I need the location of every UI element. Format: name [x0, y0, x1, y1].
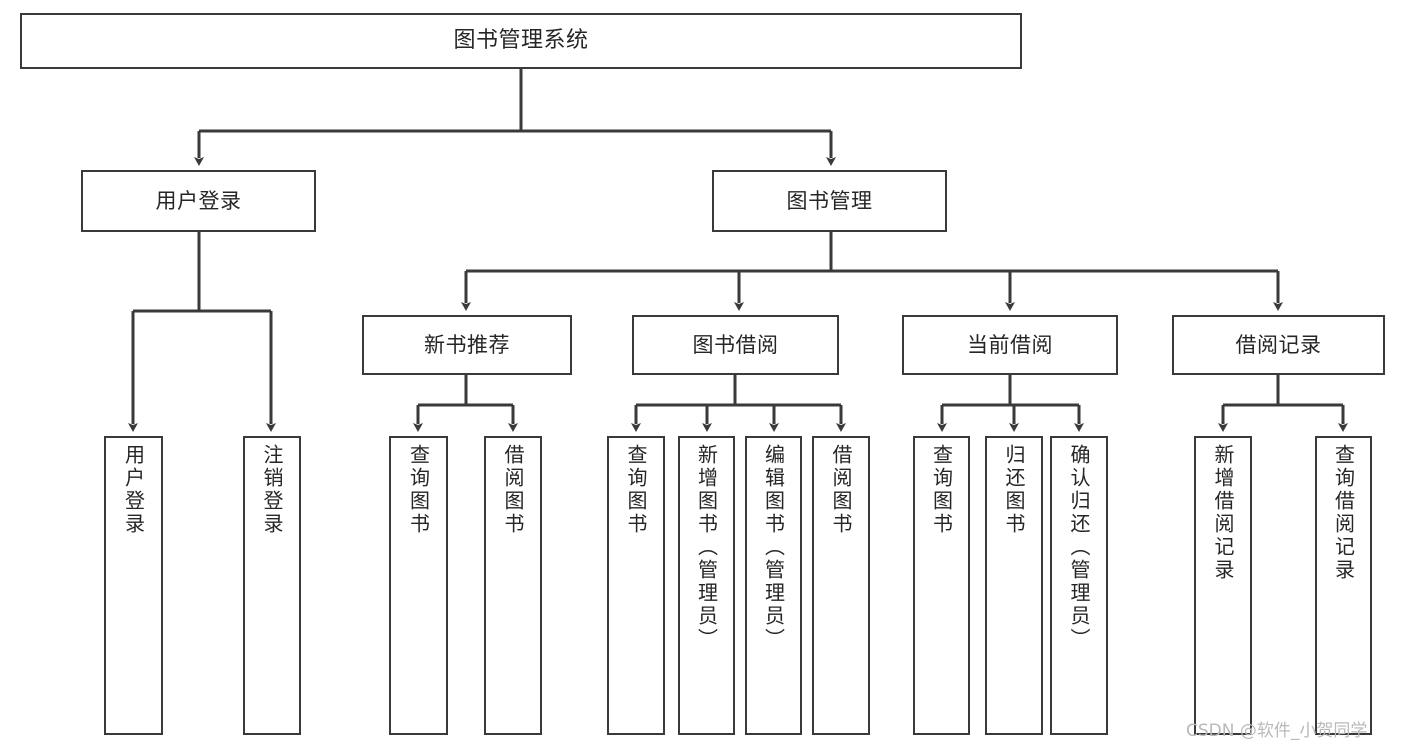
node-label: 查询图书: [929, 444, 954, 536]
node-current-borrow[interactable]: 当前借阅: [902, 315, 1118, 375]
leaf-user-login-login[interactable]: 用户登录: [104, 436, 163, 735]
leaf-borrow-record-add-record[interactable]: 新增借阅记录: [1194, 436, 1252, 735]
node-label: 图书管理系统: [453, 28, 589, 54]
leaf-book-borrow-borrow-book[interactable]: 借阅图书: [812, 436, 870, 735]
node-label: 确认归还（管理员）: [1067, 444, 1091, 651]
leaf-book-borrow-query-book[interactable]: 查询图书: [607, 436, 665, 735]
node-label: 图书管理: [786, 188, 873, 213]
node-label: 用户登录: [155, 188, 242, 213]
leaf-current-borrow-confirm-return-admin[interactable]: 确认归还（管理员）: [1050, 436, 1108, 735]
node-label: 借阅图书: [829, 444, 853, 536]
node-label: 编辑图书（管理员）: [761, 444, 786, 651]
leaf-user-login-logout[interactable]: 注销登录: [243, 436, 301, 735]
node-user-login[interactable]: 用户登录: [81, 170, 316, 232]
node-label: 用户登录: [121, 444, 146, 536]
node-book-borrow[interactable]: 图书借阅: [632, 315, 839, 375]
node-borrow-record[interactable]: 借阅记录: [1172, 315, 1385, 375]
node-label: 新书推荐: [424, 332, 510, 357]
leaf-borrow-record-query-record[interactable]: 查询借阅记录: [1315, 436, 1372, 735]
node-label: 新增图书（管理员）: [694, 444, 719, 651]
leaf-current-borrow-query-book[interactable]: 查询图书: [913, 436, 970, 735]
node-book-management[interactable]: 图书管理: [712, 170, 947, 232]
node-root-book-management-system[interactable]: 图书管理系统: [20, 13, 1022, 69]
node-label: 当前借阅: [967, 332, 1053, 357]
leaf-current-borrow-return-book[interactable]: 归还图书: [985, 436, 1043, 735]
node-label: 注销登录: [260, 444, 284, 536]
leaf-book-borrow-add-book-admin[interactable]: 新增图书（管理员）: [678, 436, 735, 735]
node-new-book-recommend[interactable]: 新书推荐: [362, 315, 572, 375]
node-label: 借阅图书: [501, 444, 525, 536]
node-label: 借阅记录: [1235, 332, 1322, 357]
leaf-book-borrow-edit-book-admin[interactable]: 编辑图书（管理员）: [745, 436, 802, 735]
node-label: 查询图书: [624, 444, 648, 536]
csdn-watermark: CSDN @软件_小贺同学: [1186, 721, 1368, 741]
node-label: 图书借阅: [692, 332, 779, 357]
node-label: 新增借阅记录: [1211, 444, 1235, 582]
leaf-new-book-borrow-book[interactable]: 借阅图书: [484, 436, 542, 735]
node-label: 归还图书: [1002, 444, 1026, 536]
leaf-new-book-query-book[interactable]: 查询图书: [389, 436, 448, 735]
node-label: 查询借阅记录: [1331, 444, 1356, 582]
node-label: 查询图书: [406, 444, 431, 536]
